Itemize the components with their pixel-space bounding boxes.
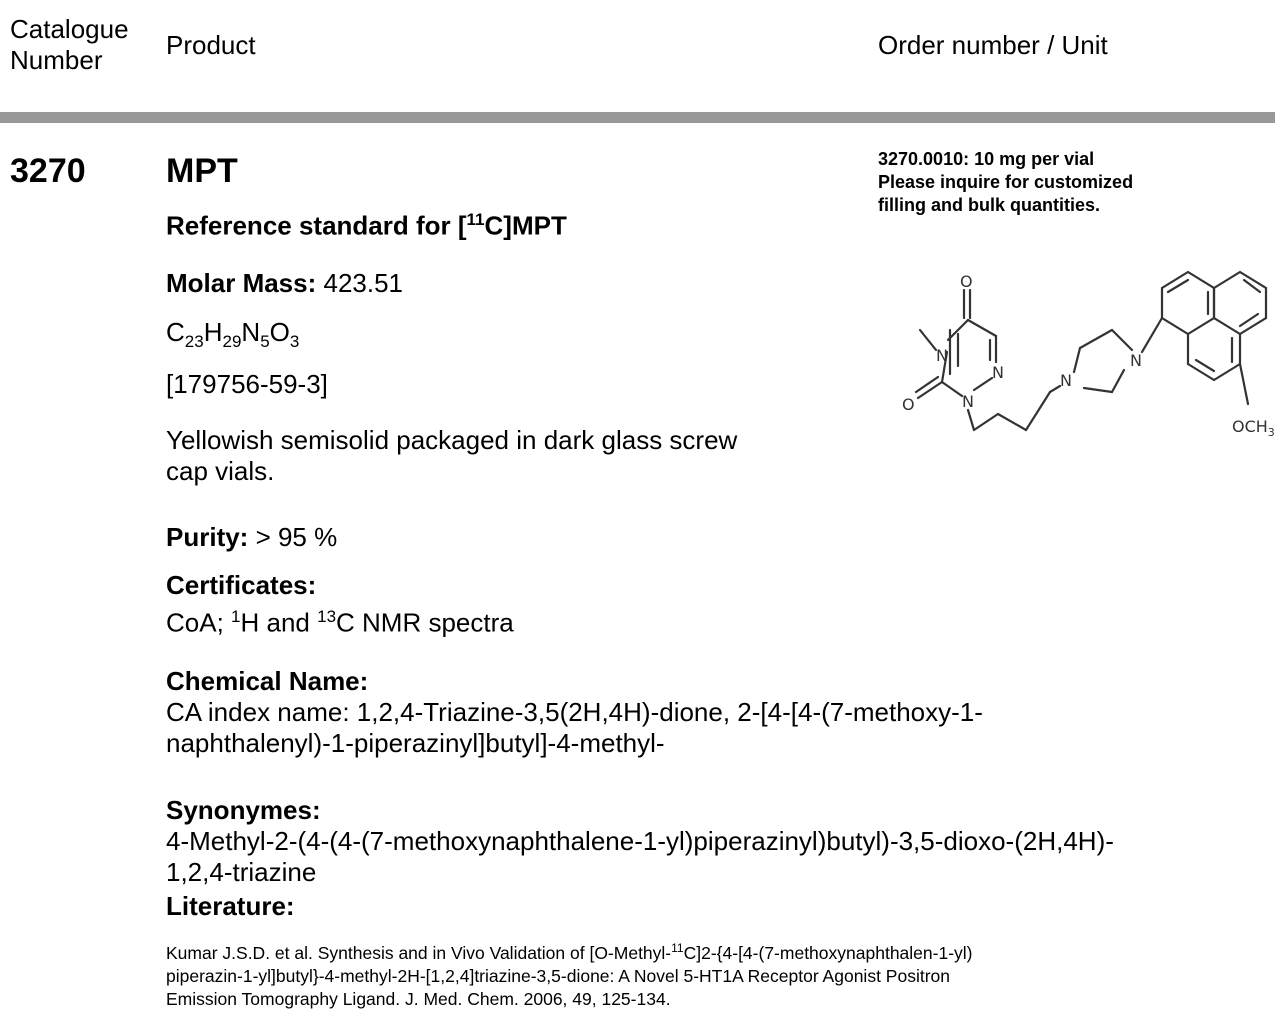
bond-pip-3	[1110, 328, 1134, 352]
header-catalogue-number: Catalogue Number	[10, 14, 129, 76]
naph-ring-b	[1212, 270, 1268, 336]
cert-sup2: 13	[317, 607, 337, 626]
cert-part1: CoA;	[166, 607, 232, 638]
purity-label: Purity:	[166, 522, 249, 552]
header-catalogue-line1: Catalogue	[10, 14, 129, 44]
chemical-name: Chemical Name: CA index name: 1,2,4-Tria…	[166, 666, 983, 759]
catalogue-number: 3270	[10, 152, 86, 190]
formula-o: O	[269, 317, 290, 347]
lit-sup: 11	[671, 941, 684, 955]
synonymes: Synonymes: 4-Methyl-2-(4-(4-(7-methoxyna…	[166, 795, 1114, 888]
product-subtitle: Reference standard for [11C]MPT	[166, 210, 567, 242]
bond-n4-methyl	[918, 328, 938, 352]
purity-value: > 95 %	[248, 522, 338, 552]
bond-pip-5	[1082, 386, 1114, 394]
bond-chain-2	[972, 412, 1000, 432]
bond-c5-n4	[946, 318, 970, 342]
header-catalogue-line2: Number	[10, 45, 103, 75]
subtitle-prefix: Reference standard for [	[166, 210, 467, 241]
order-line2: Please inquire for customized	[878, 172, 1134, 192]
chemical-name-line1: CA index name: 1,2,4-Triazine-3,5(2H,4H)…	[166, 697, 983, 727]
molar-mass-value: 423.51	[316, 268, 404, 298]
bond-c3-o	[916, 380, 944, 400]
subtitle-isotope: 11	[466, 210, 485, 229]
molecular-formula: C23H29N5O3	[166, 317, 299, 352]
bond-chain-3	[996, 412, 1028, 432]
bond-chain-1	[966, 408, 976, 432]
formula-c: C	[166, 317, 185, 347]
description: Yellowish semisolid packaged in dark gla…	[166, 425, 737, 487]
certificates: Certificates: CoA; 1H and 13C NMR spectr…	[166, 570, 514, 639]
product-name: MPT	[166, 152, 238, 190]
subtitle-suffix: C]MPT	[484, 210, 567, 241]
naph-ring-c3	[1212, 362, 1242, 382]
naph-double-3	[1242, 278, 1262, 294]
description-line2: cap vials.	[166, 456, 275, 486]
bond-pip-1	[1072, 346, 1082, 374]
formula-h: H	[203, 317, 223, 347]
naph-double-5	[1194, 358, 1216, 373]
header-divider	[0, 112, 1275, 123]
cert-sup1: 1	[231, 607, 241, 626]
literature-line2: piperazin-1-yl]butyl}-4-methyl-2H-[1,2,4…	[166, 965, 950, 986]
chemical-name-line2: naphthalenyl)-1-piperazinyl]butyl]-4-met…	[166, 728, 665, 758]
cas-number: [179756-59-3]	[166, 369, 328, 399]
formula-o-count: 3	[289, 332, 300, 352]
literature-label: Literature:	[166, 891, 295, 921]
literature-line1: Kumar J.S.D. et al. Synthesis and in Viv…	[166, 937, 1271, 965]
bond-methoxy	[1238, 362, 1250, 406]
label-och3: OCH3	[1232, 417, 1275, 439]
formula-n-count: 5	[260, 332, 270, 352]
formula-c-count: 23	[184, 332, 204, 352]
formula-h-count: 29	[222, 332, 242, 352]
bond-n2-n1	[972, 376, 994, 392]
label-n-pip-right: N	[1130, 351, 1142, 370]
certificates-label: Certificates:	[166, 570, 317, 600]
lit-part2: C]2-{4-[4-(7-methoxynaphthalen-1-yl)	[683, 942, 973, 963]
molar-mass: Molar Mass: 423.51	[166, 268, 403, 299]
chemical-name-label: Chemical Name:	[166, 666, 369, 696]
label-n2: N	[962, 392, 974, 411]
synonymes-line2: 1,2,4-triazine	[166, 857, 317, 887]
naph-ring-c2	[1186, 362, 1216, 382]
description-line1: Yellowish semisolid packaged in dark gla…	[166, 425, 738, 455]
molar-mass-label: Molar Mass:	[166, 268, 317, 298]
label-n4: N	[936, 346, 948, 365]
certificates-text: CoA; 1H and 13C NMR spectra	[166, 601, 514, 639]
order-info: 3270.0010: 10 mg per vial Please inquire…	[878, 148, 1133, 217]
bond-n4-c3	[940, 350, 949, 384]
bond-pip-2	[1078, 328, 1114, 350]
synonymes-line1: 4-Methyl-2-(4-(4-(7-methoxynaphthalene-1…	[166, 826, 1114, 856]
cert-part2: H and	[240, 607, 318, 638]
label-n1: N	[992, 363, 1004, 382]
naph-double-4	[1238, 312, 1260, 328]
literature-reference: Kumar J.S.D. et al. Synthesis and in Viv…	[166, 937, 1271, 1011]
cert-part3: C NMR spectra	[336, 607, 514, 638]
naph-ring-a	[1160, 270, 1216, 336]
lit-part1: Kumar J.S.D. et al. Synthesis and in Viv…	[166, 942, 672, 963]
label-o-top: O	[960, 272, 973, 291]
bond-pip-4	[1110, 368, 1126, 394]
label-n-pip-left: N	[1060, 371, 1072, 390]
synonymes-label: Synonymes:	[166, 795, 321, 825]
bond-c5-c6	[966, 318, 998, 338]
bond-n-naph	[1140, 316, 1164, 354]
order-line1: 3270.0010: 10 mg per vial	[878, 149, 1095, 169]
formula-n: N	[241, 317, 261, 347]
bond-c3-o-double	[914, 375, 940, 394]
header-product: Product	[166, 30, 256, 60]
order-line3: filling and bulk quantities.	[878, 195, 1101, 215]
chemical-structure: O O N N N N N OCH3	[902, 270, 1275, 439]
literature-line3: Emission Tomography Ligand. J. Med. Chem…	[166, 988, 671, 1009]
naph-double-1	[1166, 278, 1190, 294]
bond-c3-n2	[940, 380, 964, 398]
label-o-left: O	[902, 395, 915, 414]
purity: Purity: > 95 %	[166, 522, 337, 553]
header-order-unit: Order number / Unit	[878, 30, 1108, 60]
bond-chain-5	[1048, 384, 1062, 394]
bond-chain-4	[1024, 390, 1052, 432]
